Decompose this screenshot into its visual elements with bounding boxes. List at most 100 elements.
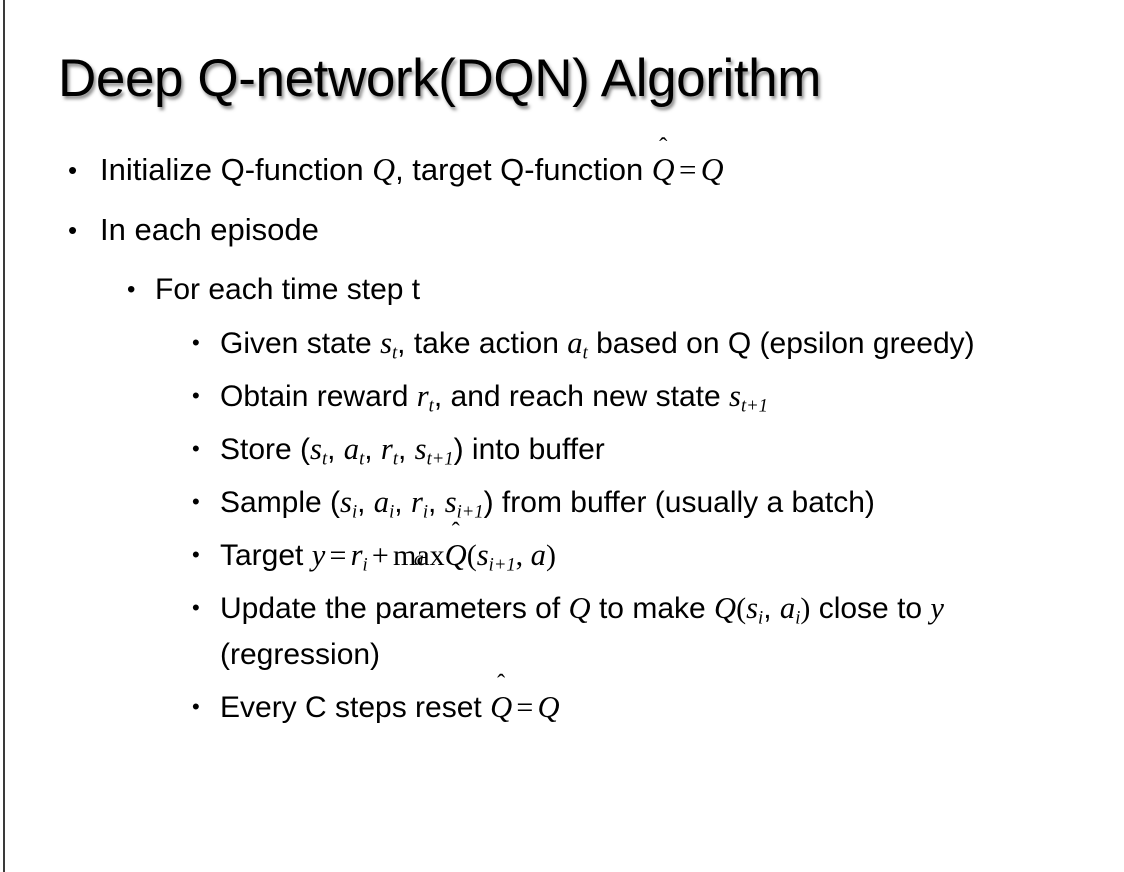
- text-given-middle: , take action: [397, 327, 568, 360]
- bullet-marker-icon: •: [192, 489, 200, 514]
- bullet-given-state: • Given state st, take action at based o…: [0, 320, 1124, 367]
- bullet-initialize-q-function: • Initialize Q-function Q, target Q-func…: [0, 148, 1124, 192]
- bullet-marker-icon: •: [192, 383, 200, 408]
- math-sub-t: t: [391, 342, 398, 364]
- bullet-marker-icon: •: [127, 276, 136, 303]
- bullet-marker-icon: •: [68, 215, 78, 245]
- math-sub-t: t: [428, 395, 434, 417]
- text-update-middle: to make: [590, 592, 715, 625]
- bullet-sample-tuple-text: Sample (si, ai, ri, si+1) from buffer (u…: [220, 479, 1098, 526]
- math-var-q-hat: Q̂: [490, 684, 512, 731]
- text-comma: ,: [357, 486, 374, 519]
- bullet-in-each-episode: • In each episode: [0, 208, 1124, 252]
- math-var-q: Q: [568, 591, 591, 625]
- bullet-marker-icon: •: [192, 330, 200, 355]
- math-paren-open: (: [736, 592, 747, 625]
- text-comma: ,: [428, 486, 445, 519]
- math-var-q-2: Q: [714, 591, 737, 625]
- math-var-q: Q: [537, 690, 560, 724]
- math-sub-i: i: [422, 501, 429, 523]
- text-update-regression: (regression): [220, 638, 381, 671]
- math-sub-i: i: [362, 554, 368, 576]
- math-equals-operator: =: [678, 152, 697, 187]
- bullet-update-parameters: • Update the parameters of Q to make Q(s…: [0, 585, 1124, 678]
- math-var-s: s: [746, 591, 759, 625]
- math-sub-t: t: [392, 448, 398, 470]
- bullet-marker-icon: •: [192, 595, 200, 620]
- bullet-store-tuple-text: Store (st, at, rt, st+1) into buffer: [220, 426, 1098, 473]
- bullet-marker-icon: •: [192, 436, 200, 461]
- math-var-a: a: [343, 432, 360, 466]
- text-sample-suffix: ) from buffer (usually a batch): [483, 486, 875, 519]
- math-sub-i: i: [351, 501, 358, 523]
- math-var-a: a: [567, 326, 583, 360]
- math-var-s: s: [310, 432, 322, 466]
- math-var-r: r: [416, 379, 429, 413]
- bullet-list: • Initialize Q-function Q, target Q-func…: [0, 148, 1124, 737]
- math-sub-t: t: [359, 448, 365, 470]
- text-obtain-middle: , and reach new state: [433, 380, 730, 413]
- math-var-r: r: [410, 485, 423, 519]
- text-comma: ,: [394, 486, 411, 519]
- math-sub-t-plus-1: t+1: [740, 395, 768, 417]
- math-var-y: y: [930, 591, 945, 625]
- math-max-label: max: [392, 539, 445, 572]
- bullet-in-each-episode-text: In each episode: [100, 212, 319, 247]
- bullet-update-parameters-text: Update the parameters of Q to make Q(si,…: [220, 585, 1098, 678]
- text-given-prefix: Given state: [220, 327, 381, 360]
- math-sub-i: i: [795, 607, 801, 629]
- text-update-suffix: close to: [810, 592, 931, 625]
- bullet-marker-icon: •: [192, 694, 200, 719]
- math-sub-i: i: [389, 501, 395, 523]
- math-var-s: s: [380, 326, 392, 360]
- math-var-r: r: [350, 538, 363, 572]
- bullet-reset-target-network: • Every C steps reset Q̂=Q: [0, 684, 1124, 731]
- text-store-suffix: ) into buffer: [453, 433, 605, 466]
- math-var-r: r: [380, 432, 393, 466]
- math-var-q-hat-base: Q: [490, 690, 513, 724]
- math-var-q-hat-base: Q: [444, 538, 467, 572]
- bullet-reset-target-network-text: Every C steps reset Q̂=Q: [220, 684, 1098, 731]
- math-var-a: a: [373, 485, 390, 519]
- page-title: Deep Q-network(DQN) Algorithm: [58, 49, 822, 108]
- text-comma: ,: [398, 433, 415, 466]
- bullet-for-each-time-step: • For each time step t: [0, 268, 1124, 312]
- math-equals-operator: =: [329, 539, 347, 572]
- text-comma: ,: [327, 433, 344, 466]
- text-given-suffix: based on Q (epsilon greedy): [587, 327, 975, 360]
- math-var-a: a: [530, 538, 546, 572]
- math-var-q-hat: Q̂: [652, 148, 675, 192]
- text-comma: ,: [364, 433, 381, 466]
- bullet-obtain-reward-text: Obtain reward rt, and reach new state st…: [220, 373, 1098, 420]
- math-paren-close: ): [800, 592, 811, 625]
- text-target-prefix: Target: [220, 539, 312, 572]
- math-var-s: s: [340, 485, 352, 519]
- bullet-sample-tuple: • Sample (si, ai, ri, si+1) from buffer …: [0, 479, 1124, 526]
- bullet-obtain-reward: • Obtain reward rt, and reach new state …: [0, 373, 1124, 420]
- math-paren-close: ): [545, 539, 556, 572]
- text-sample-prefix: Sample (: [220, 486, 341, 519]
- math-sub-i-plus-1: i+1: [488, 554, 516, 576]
- bullet-for-each-time-step-text: For each time step t: [155, 273, 421, 306]
- math-sub-t: t: [582, 342, 588, 364]
- math-sub-t: t: [321, 448, 328, 470]
- math-var-s-next: s: [414, 432, 427, 466]
- math-paren-open: (: [466, 539, 477, 572]
- math-var-q-hat-base: Q: [651, 152, 675, 187]
- text-store-prefix: Store (: [220, 433, 311, 466]
- bullet-initialize-q-function-text: Initialize Q-function Q, target Q-functi…: [100, 148, 1124, 192]
- math-sub-t-plus-1: t+1: [426, 448, 454, 470]
- text-initialize-prefix: Initialize Q-function: [100, 152, 373, 187]
- math-plus-operator: +: [371, 539, 389, 572]
- text-initialize-middle: , target Q-function: [395, 152, 652, 187]
- text-reset-prefix: Every C steps reset: [220, 691, 491, 724]
- math-equals-operator: =: [516, 691, 534, 724]
- math-var-y: y: [311, 538, 326, 572]
- bullet-marker-icon: •: [192, 542, 200, 567]
- math-var-a: a: [779, 591, 796, 625]
- bullet-store-tuple: • Store (st, at, rt, st+1) into buffer: [0, 426, 1124, 473]
- math-var-q-2: Q: [700, 152, 724, 187]
